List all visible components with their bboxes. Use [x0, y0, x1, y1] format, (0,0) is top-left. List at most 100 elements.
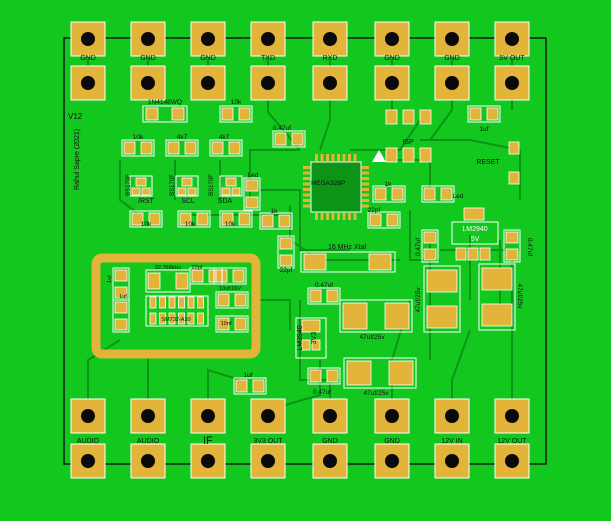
component-outline — [215, 315, 249, 333]
top-header-label: RXD — [323, 55, 338, 62]
label-reg33: LM3940 — [297, 325, 304, 350]
smd-pad — [141, 187, 151, 196]
mcu-pin — [348, 213, 351, 220]
mcu-pin — [348, 154, 351, 161]
mcu-pin — [320, 154, 324, 161]
version-label: V12 — [68, 112, 83, 121]
transistor-outline — [129, 175, 153, 197]
smd-pad — [374, 187, 387, 201]
smd-pad — [228, 141, 241, 155]
smd-pad — [149, 296, 157, 309]
pad-hole — [261, 409, 275, 423]
component-outline — [421, 229, 439, 263]
smd-pad — [217, 317, 230, 331]
smd-pad — [303, 253, 327, 271]
mcu-pin — [353, 213, 357, 220]
label-crystal: 16 MHz Xtal — [328, 244, 367, 251]
smd-pad — [149, 312, 157, 325]
pad-hole — [505, 409, 519, 423]
transistor-outline — [219, 175, 243, 197]
smd-pad — [123, 141, 136, 155]
smd-pad — [252, 379, 265, 393]
component-outline — [367, 211, 401, 229]
label-fet3: BS170F — [209, 174, 215, 196]
label-c-10nf: 10nf — [221, 321, 232, 327]
smd-pad — [274, 132, 287, 146]
smd-pad — [221, 107, 234, 121]
smd-pad — [232, 269, 245, 283]
label-r-4k7-b: 4k7 — [219, 134, 230, 141]
smd-pad — [467, 247, 479, 261]
smd-pad — [326, 289, 339, 303]
smd-pad — [167, 141, 180, 155]
smd-pad — [423, 231, 437, 244]
label-r-1k-b: 1k — [385, 181, 393, 188]
component-outline — [121, 139, 155, 157]
label-c-047-mid: 0.47uf — [315, 282, 333, 289]
smd-pad — [114, 286, 128, 299]
smd-pad — [235, 379, 248, 393]
electrolytic-outline — [339, 299, 413, 333]
label-mcu: MEGA328P — [311, 180, 345, 187]
electrolytic-outline — [423, 265, 461, 333]
smd-pad — [197, 312, 204, 325]
smd-pad — [179, 212, 192, 226]
radio-module-frame — [91, 253, 261, 359]
pad-hole — [385, 409, 399, 423]
smd-pad — [278, 214, 291, 228]
smd-pad — [187, 187, 197, 196]
smd-pad — [385, 147, 398, 163]
electrolytic-outline — [478, 263, 516, 331]
label-reg33-out: 3V3 — [311, 332, 318, 345]
label-reg5v-out: 5V — [471, 236, 480, 243]
label-r-10k-c: 10k — [185, 221, 196, 228]
label-r-10k-top: 10k — [231, 99, 242, 106]
top-header-pin — [434, 65, 470, 101]
label-c-047-v2: 0.47uf — [526, 238, 533, 256]
regulator-outline — [451, 221, 499, 245]
label-c-10uf: 10uf/16V — [219, 286, 241, 292]
trace — [119, 160, 290, 216]
smd-pad — [419, 109, 432, 125]
label-osc: 32.768kHz — [155, 265, 182, 271]
label-r-10k-b: 10k — [141, 221, 152, 228]
mcu-pin — [362, 199, 369, 202]
smd-pad — [221, 212, 234, 226]
pad-hole — [141, 454, 155, 468]
mcu-pin — [337, 213, 340, 220]
smd-pad — [131, 187, 141, 196]
label-sda: SDA — [218, 198, 233, 205]
mcu-pin — [303, 182, 310, 186]
smd-pad — [388, 360, 414, 386]
component-outline — [259, 212, 293, 230]
smd-pad — [238, 107, 251, 121]
pad-hole — [141, 76, 155, 90]
mcu-pin — [315, 213, 318, 220]
component-outline — [129, 210, 163, 228]
pad-hole — [141, 409, 155, 423]
smd-pad — [187, 296, 195, 309]
pad-hole — [445, 76, 459, 90]
component-outline — [503, 229, 521, 263]
component-outline — [233, 377, 267, 395]
smd-pad — [238, 212, 251, 226]
label-scl: SCL — [181, 198, 195, 205]
label-isp: ISP — [402, 139, 414, 146]
pad-hole — [505, 454, 519, 468]
mcu-pin — [303, 171, 310, 175]
pad-hole — [445, 32, 459, 46]
mcu-pin — [362, 193, 369, 197]
smd-pad — [423, 187, 436, 201]
smd-pad — [279, 237, 293, 250]
crystal-outline — [300, 251, 396, 273]
electrolytic-outline — [343, 357, 417, 389]
pad-hole — [141, 32, 155, 46]
label-reg5v: LM2940 — [462, 226, 487, 233]
smd-pad — [234, 293, 247, 307]
smd-pad — [368, 253, 392, 271]
pad-hole — [445, 409, 459, 423]
pad-hole — [385, 76, 399, 90]
label-rst: /RST — [138, 198, 155, 205]
smd-pad — [177, 187, 187, 196]
top-header-label: 5V OUT — [499, 55, 525, 62]
